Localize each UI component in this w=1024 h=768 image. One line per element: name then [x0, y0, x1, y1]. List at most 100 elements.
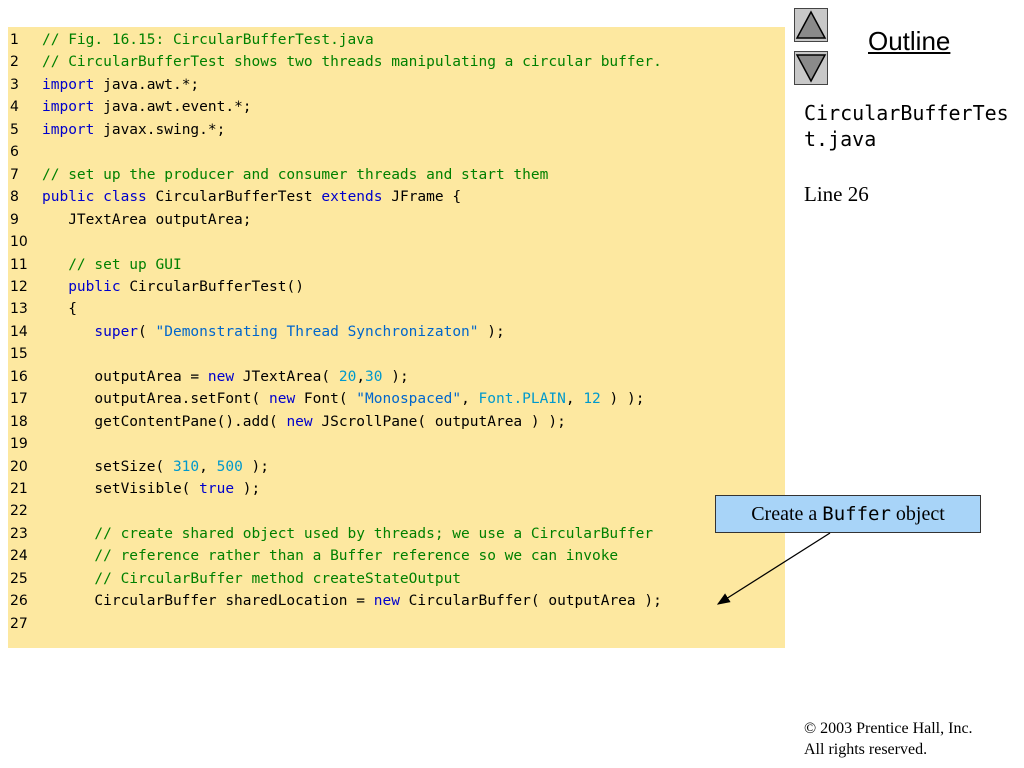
code-token-plain: );: [382, 368, 409, 385]
line-number: 18: [10, 413, 28, 430]
line-number: 16: [10, 368, 28, 385]
code-text: // CircularBuffer method createStateOutp…: [42, 568, 461, 590]
code-text: JTextArea outputArea;: [42, 209, 252, 231]
triangle-up-icon: [795, 10, 827, 39]
code-text: import javax.swing.*;: [42, 119, 225, 141]
line-number: 12: [10, 278, 28, 295]
code-text: {: [42, 298, 77, 320]
code-token-plain: ,: [356, 368, 366, 385]
code-token-plain: [94, 189, 103, 205]
code-token-number: 30: [365, 368, 383, 385]
line-number: 3: [10, 76, 19, 93]
code-token-plain: java.awt.event.*;: [94, 99, 252, 116]
code-token-keyword: public: [42, 189, 95, 206]
code-token-comment: // CircularBuffer method createStateOutp…: [42, 570, 462, 587]
next-slide-button[interactable]: [794, 51, 828, 85]
code-listing-panel: 1 // Fig. 16.15: CircularBufferTest.java 2…: [8, 27, 785, 648]
code-text: setSize( 310, 500 );: [42, 456, 269, 478]
code-token-plain: Font(: [295, 391, 357, 408]
code-token-plain: outputArea.setFont(: [42, 391, 269, 408]
code-text: outputArea = new JTextArea( 20,30 );: [42, 366, 409, 388]
code-token-plain: JTextArea outputArea;: [42, 211, 252, 228]
code-text: super( "Demonstrating Thread Synchroniza…: [42, 321, 505, 343]
outline-link[interactable]: Outline: [868, 26, 951, 56]
code-text: public class CircularBufferTest extends …: [42, 186, 461, 208]
code-token-plain: );: [242, 458, 270, 475]
code-token-number: 20: [338, 368, 357, 385]
code-text: CircularBuffer sharedLocation = new Circ…: [42, 590, 662, 612]
line-number: 5: [10, 121, 19, 138]
previous-slide-button[interactable]: [794, 8, 828, 42]
code-token-comment: // CircularBufferTest shows two threads …: [42, 54, 662, 71]
line-number: 22: [10, 503, 28, 520]
code-token-keyword: super: [94, 323, 139, 340]
line-number: 13: [10, 301, 28, 318]
code-token-plain: CircularBuffer( outputArea );: [399, 593, 662, 610]
code-token-plain: ,: [461, 391, 479, 408]
line-number: 6: [10, 144, 19, 161]
code-token-plain: getContentPane().add(: [42, 413, 287, 430]
code-token-plain: outputArea =: [42, 368, 208, 385]
code-token-plain: );: [478, 323, 505, 340]
code-token-plain: setSize(: [42, 458, 173, 475]
code-token-keyword: extends: [321, 189, 383, 206]
code-token-plain: );: [234, 481, 261, 497]
code-token-keyword: true: [199, 481, 235, 497]
copyright-line-1: © 2003 Prentice Hall, Inc.: [804, 720, 973, 737]
code-token-plain: JFrame {: [382, 189, 462, 206]
line-number: 24: [10, 548, 28, 565]
code-token-keyword: import: [42, 76, 95, 93]
code-text: setVisible( true );: [42, 478, 260, 500]
callout-code-word: Buffer: [822, 503, 891, 525]
line-number: 8: [10, 189, 19, 206]
code-token-plain: [42, 324, 94, 340]
line-number: 10: [10, 234, 28, 251]
code-token-plain: (: [138, 323, 156, 340]
code-token-plain: javax.swing.*;: [94, 121, 226, 138]
code-token-keyword: new: [286, 413, 313, 430]
code-text: // CircularBufferTest shows two threads …: [42, 51, 662, 73]
code-token-comment: // set up the producer and consumer thre…: [42, 166, 549, 183]
line-number: 1: [10, 32, 19, 48]
file-name-label: CircularBufferTest.java: [804, 101, 1009, 151]
code-token-plain: CircularBufferTest(): [120, 278, 304, 295]
callout-box: Create a Buffer object: [715, 495, 981, 533]
code-token-plain: JScrollPane( outputArea ) );: [312, 413, 566, 430]
triangle-down-icon: [795, 54, 827, 83]
code-text: // Fig. 16.15: CircularBufferTest.java: [42, 29, 374, 51]
line-number: 2: [10, 54, 19, 71]
code-token-keyword: public: [68, 278, 121, 295]
line-number: 4: [10, 99, 19, 116]
code-text: public CircularBufferTest(): [42, 276, 304, 298]
code-token-keyword: new: [207, 368, 235, 385]
code-token-keyword: new: [373, 593, 400, 610]
line-number: 14: [10, 323, 28, 340]
code-token-plain: ) );: [600, 391, 645, 408]
code-text: import java.awt.*;: [42, 74, 199, 96]
code-token-plain: java.awt.*;: [94, 76, 200, 93]
code-token-comment: // set up GUI: [42, 256, 182, 273]
code-text: outputArea.setFont( new Font( "Monospace…: [42, 388, 644, 410]
code-token-plain: ,: [199, 458, 217, 475]
code-token-plain: ,: [565, 391, 584, 408]
code-text: // set up GUI: [42, 254, 182, 276]
code-token-number: 310: [172, 458, 200, 475]
code-token-plain: setVisible(: [42, 481, 200, 497]
copyright-notice: © 2003 Prentice Hall, Inc. All rights re…: [804, 718, 973, 760]
line-number: 11: [10, 256, 28, 273]
code-text: // set up the producer and consumer thre…: [42, 164, 548, 186]
line-reference-label: Line 26: [804, 182, 869, 206]
callout-text-prefix: Create a: [751, 502, 823, 525]
code-text: getContentPane().add( new JScrollPane( o…: [42, 411, 566, 433]
code-token-comment: // Fig. 16.15: CircularBufferTest.java: [42, 32, 374, 48]
line-number: 20: [10, 458, 28, 475]
code-token-plain: [42, 279, 68, 295]
code-token-plain: {: [42, 301, 77, 318]
code-token-comment: // reference rather than a Buffer refere…: [42, 548, 619, 565]
line-number: 26: [10, 593, 28, 610]
line-number: 27: [10, 615, 28, 632]
code-text: // reference rather than a Buffer refere…: [42, 545, 618, 567]
code-token-keyword: class: [103, 189, 147, 206]
line-number: 17: [10, 391, 28, 408]
code-token-string: "Demonstrating Thread Synchronizaton": [155, 323, 479, 340]
